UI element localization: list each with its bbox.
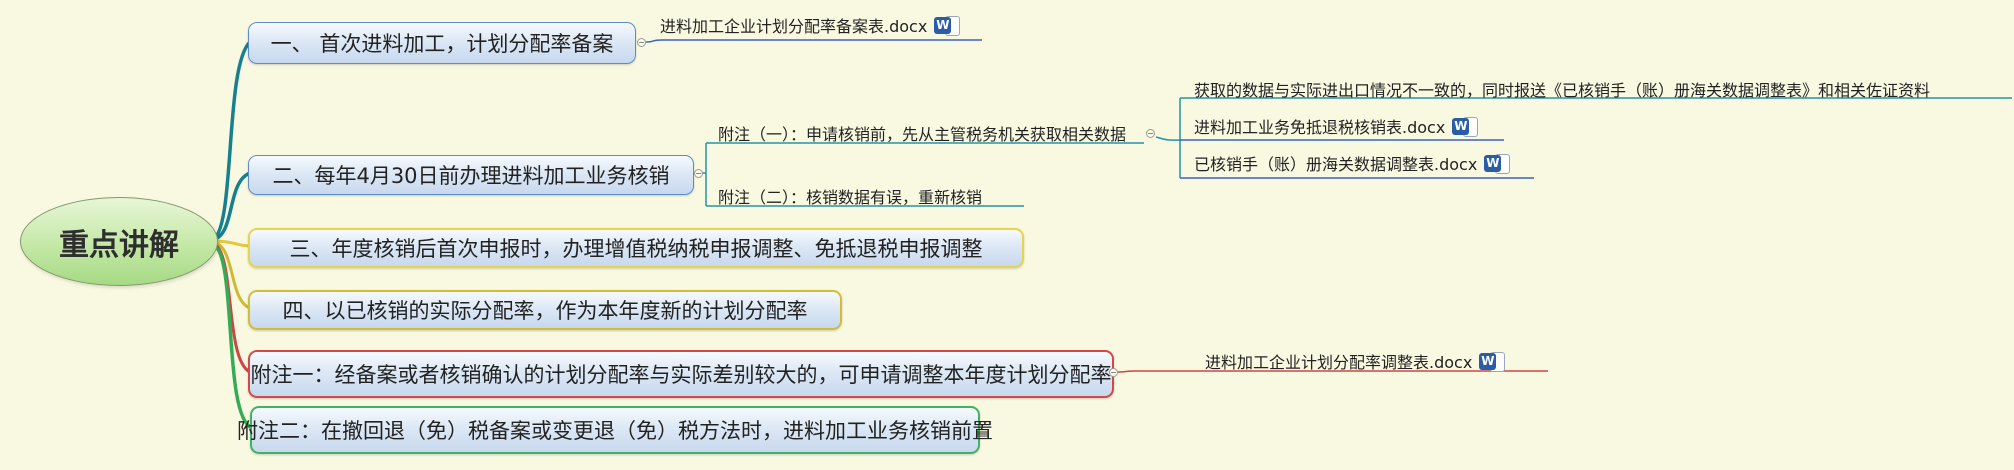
note-1-before-verification[interactable]: 附注（一）：申请核销前，先从主管税务机关获取相关数据 (718, 121, 1126, 145)
topic-6-note-withdraw[interactable]: 附注二：在撤回退（免）税备案或变更退（免）税方法时，进料加工业务核销前置 (237, 406, 993, 454)
attachment-3-label: 已核销手（账）册海关数据调整表.docx (1194, 155, 1478, 174)
topic-4-new-plan-rate[interactable]: 四、以已核销的实际分配率，作为本年度新的计划分配率 (248, 290, 842, 330)
topic-2-annual-verification[interactable]: 二、每年4月30日前办理进料加工业务核销 (248, 155, 694, 195)
topic-4-label: 四、以已核销的实际分配率，作为本年度新的计划分配率 (282, 299, 808, 323)
word-file-icon[interactable]: W (1452, 116, 1479, 137)
root-topic[interactable]: 重点讲解 (20, 197, 218, 286)
word-file-icon[interactable]: W (1484, 153, 1511, 174)
word-file-icon[interactable]: W (1479, 351, 1506, 372)
attachment-1-label: 进料加工企业计划分配率备案表.docx (660, 17, 928, 36)
note-data-mismatch-label: 获取的数据与实际进出口情况不一致的，同时报送《已核销手（账）册海关数据调整表》和… (1194, 81, 1931, 100)
topic-6-label: 附注二：在撤回退（免）税备案或变更退（免）税方法时，进料加工业务核销前置 (237, 419, 993, 443)
topic-5-label: 附注一：经备案或者核销确认的计划分配率与实际差别较大的，可申请调整本年度计划分配… (250, 363, 1112, 387)
note-2-reverify[interactable]: 附注（二）：核销数据有误，重新核销 (718, 184, 982, 208)
topic-3-declaration-adjustment[interactable]: 三、年度核销后首次申报时，办理增值税纳税申报调整、免抵退税申报调整 (248, 228, 1024, 268)
note-1-label: 附注（一）：申请核销前，先从主管税务机关获取相关数据 (718, 125, 1127, 144)
topic-2-label: 二、每年4月30日前办理进料加工业务核销 (272, 164, 670, 188)
attachment-2-label: 进料加工业务免抵退税核销表.docx (1194, 118, 1446, 137)
attachment-4-label: 进料加工企业计划分配率调整表.docx (1205, 353, 1473, 372)
root-topic-label: 重点讲解 (59, 227, 179, 263)
topic-1-first-filing[interactable]: 一、 首次进料加工，计划分配率备案 (248, 22, 636, 64)
attachment-tax-verification-form[interactable]: 进料加工业务免抵退税核销表.docx W (1194, 114, 1479, 138)
topic-1-label: 一、 首次进料加工，计划分配率备案 (270, 32, 614, 56)
collapse-handle-topic-1[interactable] (637, 38, 646, 47)
word-file-icon[interactable]: W (934, 15, 961, 36)
collapse-handle-topic-2[interactable] (694, 169, 703, 178)
note-2-label: 附注（二）：核销数据有误，重新核销 (718, 188, 983, 207)
collapse-handle-topic-5[interactable] (1109, 368, 1118, 377)
note-data-mismatch[interactable]: 获取的数据与实际进出口情况不一致的，同时报送《已核销手（账）册海关数据调整表》和… (1194, 77, 1930, 101)
topic-3-label: 三、年度核销后首次申报时，办理增值税纳税申报调整、免抵退税申报调整 (289, 237, 983, 261)
collapse-handle-note-1[interactable] (1146, 129, 1155, 138)
attachment-plan-rate-filing-form[interactable]: 进料加工企业计划分配率备案表.docx W (660, 13, 961, 37)
attachment-plan-rate-adjustment-form[interactable]: 进料加工企业计划分配率调整表.docx W (1205, 349, 1506, 373)
topic-5-note-adjust-rate[interactable]: 附注一：经备案或者核销确认的计划分配率与实际差别较大的，可申请调整本年度计划分配… (248, 350, 1114, 398)
attachment-customs-adjustment-form[interactable]: 已核销手（账）册海关数据调整表.docx W (1194, 151, 1511, 175)
